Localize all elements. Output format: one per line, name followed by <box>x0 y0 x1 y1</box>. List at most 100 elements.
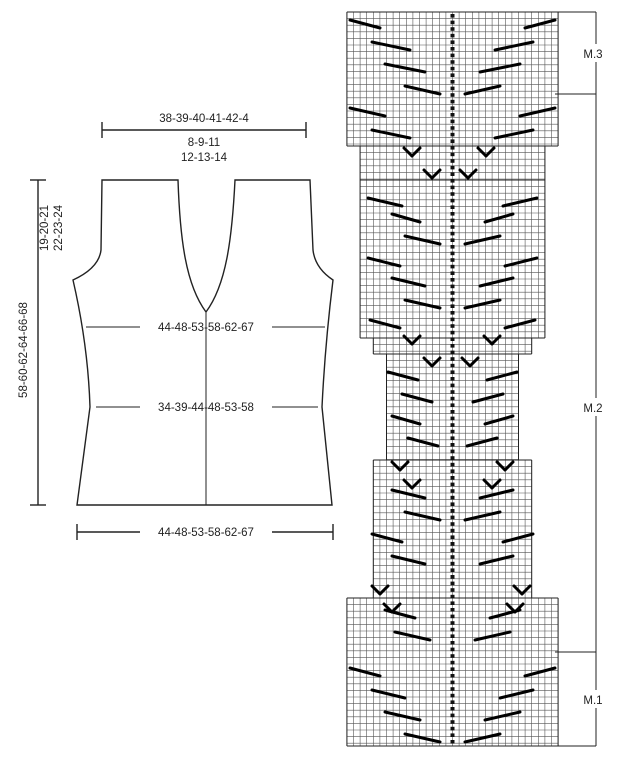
decrease-symbol <box>382 602 394 614</box>
decrease-symbol <box>495 460 507 472</box>
center-stitch-mark <box>450 561 455 566</box>
center-stitch-mark <box>450 515 455 520</box>
center-stitch-mark <box>450 383 455 388</box>
decrease-symbol <box>406 436 440 448</box>
decrease-symbol <box>493 40 535 52</box>
center-stitch-mark <box>450 344 455 348</box>
decrease-symbol <box>478 488 515 500</box>
decrease-symbol <box>400 392 434 404</box>
decrease-symbol <box>476 146 488 158</box>
center-stitch-mark <box>450 720 455 724</box>
center-stitch-mark <box>450 449 455 454</box>
center-stitch-mark <box>450 245 455 249</box>
center-stitch-mark <box>450 410 455 414</box>
center-stitch-mark <box>450 377 455 381</box>
neck-width-label-1: 8-9-11 <box>188 137 220 149</box>
center-stitch-mark <box>450 641 455 645</box>
center-stitch-mark <box>450 330 455 335</box>
decrease-symbol <box>390 460 402 472</box>
waist-width-dimension: 34-39-44-48-53-58 <box>96 402 318 414</box>
center-stitch-mark <box>450 740 455 744</box>
decrease-symbol <box>498 688 535 700</box>
decrease-symbol <box>370 584 382 596</box>
center-stitch-mark <box>450 390 455 394</box>
decrease-symbol <box>402 334 414 346</box>
decrease-symbol <box>348 666 382 678</box>
center-stitch-mark <box>450 126 455 130</box>
center-stitch-mark <box>450 614 455 619</box>
center-stitch-mark <box>450 218 455 223</box>
decrease-symbol <box>493 128 535 140</box>
decrease-symbol <box>490 478 502 490</box>
center-stitch-mark <box>450 251 455 256</box>
center-stitch-mark <box>450 403 455 407</box>
center-stitch-mark <box>450 634 455 638</box>
center-stitch-mark <box>450 423 455 427</box>
center-stitch-mark <box>450 357 455 361</box>
center-stitch-mark <box>450 113 455 117</box>
decrease-symbol <box>430 356 442 368</box>
center-stitch-mark <box>450 443 455 447</box>
center-stitch-mark <box>450 99 455 104</box>
decrease-symbol <box>370 128 412 140</box>
decrease-symbol <box>390 488 427 500</box>
center-stitch-mark <box>450 429 455 434</box>
decrease-symbol <box>403 84 442 96</box>
decrease-symbol <box>512 584 524 596</box>
center-stitch-mark <box>450 667 455 671</box>
center-stitch-mark <box>450 476 455 480</box>
garment-schematic: 38-39-40-41-42-4 8-9-11 12-13-14 44-48-5… <box>18 113 334 540</box>
decrease-symbol <box>463 298 502 310</box>
center-stitch-mark <box>450 548 455 553</box>
center-stitch-mark <box>450 528 455 533</box>
center-stitch-mark <box>450 542 455 546</box>
decrease-symbol <box>465 436 499 448</box>
center-stitch-mark <box>450 647 455 652</box>
decrease-symbol <box>386 370 420 382</box>
decrease-symbol <box>460 356 472 368</box>
center-stitch-mark <box>450 291 455 295</box>
center-stitch-mark <box>450 621 455 625</box>
decrease-symbol <box>471 392 505 404</box>
center-stitch-mark <box>450 660 455 665</box>
center-stitch-mark <box>450 132 455 137</box>
decrease-symbol <box>348 106 387 118</box>
chart-label-m3: M.3 <box>583 49 602 61</box>
center-stitch-mark <box>450 284 455 289</box>
center-stitch-mark <box>450 146 455 150</box>
garment-outline <box>72 179 334 506</box>
center-stitch-mark <box>450 53 455 58</box>
center-stitch-mark <box>450 66 455 71</box>
center-stitch-mark <box>450 106 455 110</box>
center-stitch-mark <box>450 311 455 315</box>
chart-label-m2: M.2 <box>583 403 602 415</box>
decrease-symbol <box>466 168 478 180</box>
center-stitch-mark <box>450 522 455 526</box>
center-stitch-mark <box>450 581 455 586</box>
decrease-symbol <box>485 370 519 382</box>
center-stitch-mark <box>450 172 455 176</box>
center-stitch-mark <box>450 733 455 737</box>
center-stitch-mark <box>450 278 455 282</box>
decrease-symbol <box>378 584 390 596</box>
center-stitch-mark <box>450 14 455 18</box>
center-stitch-mark <box>450 502 455 506</box>
decrease-symbol <box>478 554 515 566</box>
center-stitch-mark <box>450 713 455 718</box>
center-stitch-mark <box>450 73 455 77</box>
center-stitch-mark <box>450 608 455 612</box>
center-stitch-mark <box>450 324 455 328</box>
center-stitch-mark <box>450 179 455 183</box>
decrease-symbol <box>513 602 525 614</box>
decrease-symbol <box>410 334 422 346</box>
center-stitch-mark <box>450 575 455 579</box>
total-length-dimension: 58-60-62-64-66-68 <box>18 179 46 506</box>
decrease-symbol <box>483 710 522 722</box>
center-stitch-mark <box>450 47 455 51</box>
center-stitch-mark <box>450 304 455 308</box>
decrease-symbol <box>490 334 502 346</box>
chest-width-label: 44-48-53-58-62-67 <box>158 322 254 334</box>
top-width-label: 38-39-40-41-42-4 <box>159 113 249 125</box>
decrease-symbol <box>523 666 557 678</box>
